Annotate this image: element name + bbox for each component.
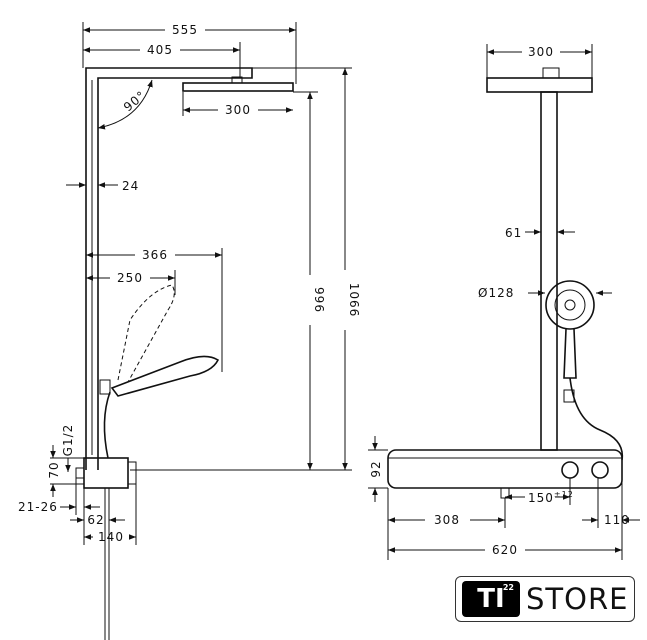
dim-140: 140 bbox=[98, 530, 124, 544]
store-logo: TI 22 STORE bbox=[455, 576, 635, 622]
logo-mark: TI 22 bbox=[462, 581, 520, 617]
dim-110: 110 bbox=[604, 513, 630, 527]
hose-front bbox=[569, 377, 624, 461]
angle-arc bbox=[97, 79, 153, 130]
hose bbox=[103, 391, 111, 459]
dim-24: 24 bbox=[122, 179, 139, 193]
logo-text: STORE bbox=[526, 582, 629, 616]
dim-1066: 1066 bbox=[347, 283, 361, 318]
dim-555: 555 bbox=[172, 23, 198, 37]
dim-150: 150±12 bbox=[528, 490, 574, 505]
dim-70: 70 bbox=[47, 461, 61, 478]
thermostat-body bbox=[83, 457, 129, 489]
dim-405: 405 bbox=[147, 43, 173, 57]
front-view: 300 61 Ø128 92 150±12 308 bbox=[368, 44, 640, 560]
dim-62: 62 bbox=[87, 513, 104, 527]
dim-92: 92 bbox=[369, 460, 383, 477]
holder bbox=[99, 379, 111, 395]
handshower-front bbox=[545, 280, 595, 330]
dim-300-left: 300 bbox=[225, 103, 251, 117]
dim-g12: G1/2 bbox=[61, 424, 75, 457]
dim-620: 620 bbox=[492, 543, 518, 557]
overhead-shower-front bbox=[486, 77, 593, 93]
logo-mark-text: TI bbox=[477, 584, 505, 614]
overhead-shower bbox=[182, 82, 294, 92]
handshower bbox=[110, 355, 220, 397]
dim-d128: Ø128 bbox=[478, 286, 514, 300]
handshower-grip bbox=[563, 328, 577, 379]
dim-996: 996 bbox=[312, 287, 326, 313]
dim-300-right: 300 bbox=[528, 45, 554, 59]
logo-superscript: 22 bbox=[502, 583, 514, 592]
temperature-knob bbox=[561, 461, 579, 479]
flow-knob bbox=[591, 461, 609, 479]
thermostat-shelf bbox=[387, 449, 623, 489]
dim-21-26: 21-26 bbox=[18, 500, 58, 514]
handshower-dashed bbox=[117, 284, 175, 383]
column-front bbox=[540, 91, 558, 451]
dim-61: 61 bbox=[505, 226, 522, 240]
side-view: 555 405 300 90° 24 366 250 996 bbox=[18, 22, 361, 640]
dim-308: 308 bbox=[434, 513, 460, 527]
dim-366: 366 bbox=[142, 248, 168, 262]
head-connector-front bbox=[542, 67, 560, 79]
shower-column bbox=[85, 67, 253, 470]
dim-250: 250 bbox=[117, 271, 143, 285]
